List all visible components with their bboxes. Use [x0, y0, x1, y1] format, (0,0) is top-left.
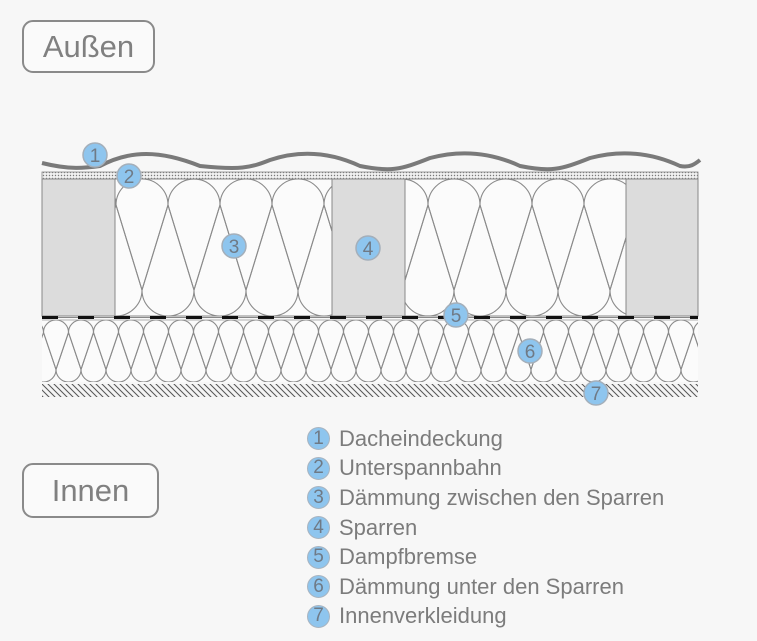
legend-label: Unterspannbahn [339, 455, 502, 481]
marker-5: 5 [443, 302, 469, 328]
legend-number-badge: 6 [307, 575, 330, 599]
legend-item: 4 Sparren [307, 513, 664, 543]
svg-text:2: 2 [124, 167, 135, 188]
rafter [625, 178, 699, 317]
outside-label: Außen [22, 20, 155, 73]
insulation-under-rafters [42, 320, 698, 382]
legend-label: Dämmung unter den Sparren [339, 573, 624, 599]
legend-item: 7 Innenverkleidung [307, 602, 664, 632]
legend-number-badge: 5 [307, 545, 330, 569]
legend-number-badge: 2 [307, 456, 330, 480]
legend-label: Dacheindeckung [339, 425, 503, 451]
svg-text:5: 5 [451, 306, 462, 327]
svg-text:7: 7 [591, 384, 602, 405]
legend-item: 2 Unterspannbahn [307, 454, 664, 484]
legend-number-badge: 1 [307, 427, 330, 451]
svg-text:4: 4 [363, 239, 374, 260]
marker-7: 7 [583, 380, 609, 406]
legend-number-badge: 3 [307, 486, 330, 510]
legend-item: 1 Dacheindeckung [307, 424, 664, 454]
marker-2: 2 [116, 163, 142, 189]
legend-number-badge: 4 [307, 516, 330, 540]
marker-1: 1 [82, 142, 108, 168]
interior-lining [42, 384, 698, 397]
svg-text:1: 1 [90, 146, 101, 167]
roof-covering [41, 151, 702, 172]
legend: 1 Dacheindeckung 2 Unterspannbahn 3 Dämmung z… [307, 424, 664, 631]
legend-label: Sparren [339, 514, 418, 540]
rafters [41, 178, 699, 317]
legend-item: 6 Dämmung unter den Sparren [307, 572, 664, 602]
legend-label: Innenverkleidung [339, 603, 507, 629]
legend-number-badge: 7 [307, 604, 330, 628]
legend-label: Dampfbremse [339, 544, 478, 570]
legend-label: Dämmung zwischen den Sparren [339, 484, 665, 510]
rafter [41, 178, 116, 317]
legend-item: 5 Dampfbremse [307, 542, 664, 572]
inside-label: Innen [22, 463, 159, 518]
marker-3: 3 [221, 233, 247, 259]
svg-text:6: 6 [525, 342, 536, 363]
marker-4: 4 [355, 235, 381, 261]
svg-text:3: 3 [229, 237, 240, 258]
marker-6: 6 [517, 338, 543, 364]
legend-item: 3 Dämmung zwischen den Sparren [307, 483, 664, 513]
